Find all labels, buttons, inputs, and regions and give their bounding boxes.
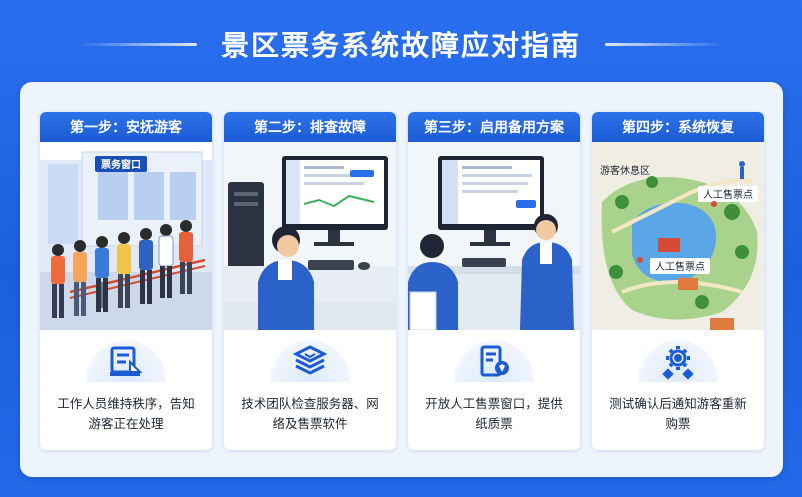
step-heading: 第三步：启用备用方案 [408, 112, 580, 142]
map-label-ticket-point: 人工售票点 [703, 188, 753, 201]
icon-badge [270, 340, 350, 382]
guide-panel: 第一步：安抚游客 票务窗口 [20, 82, 783, 477]
step-description: 工作人员维持秩序，告知游客正在处理 [57, 396, 195, 431]
icon-badge [454, 340, 534, 382]
step-description: 开放人工售票窗口，提供纸质票 [425, 396, 563, 431]
step-description: 测试确认后通知游客重新购票 [609, 396, 747, 431]
step-info: 测试确认后通知游客重新购票 [592, 330, 764, 450]
page-title: 景区票务系统故障应对指南 [220, 29, 581, 62]
staff-standing [520, 214, 574, 330]
icon-badge [86, 340, 166, 382]
title-bar: 景区票务系统故障应对指南 [0, 22, 802, 66]
people-queue [51, 220, 193, 318]
map-label-ticket-point: 人工售票点 [655, 260, 705, 273]
step-heading: 第四步：系统恢复 [592, 112, 764, 142]
paper-ticket-icon [480, 345, 509, 377]
step-info: 技术团队检查服务器、网络及售票软件 [224, 330, 396, 450]
title-decor-left [76, 42, 197, 46]
manual-ticketing-illustration [408, 142, 580, 330]
title-decor-right [605, 42, 725, 46]
map-label-rest-area: 游客休息区 [600, 164, 650, 177]
ticket-window-sign: 票务窗口 [101, 158, 141, 171]
troubleshoot-illustration [224, 142, 396, 330]
scenic-map-illustration: 游客休息区 人工售票点 人工售票点 [592, 142, 764, 330]
staff-seated [408, 234, 458, 330]
keyboard [462, 258, 506, 267]
gears-icon [662, 346, 694, 380]
notice-board-icon [110, 346, 143, 376]
step-card-4: 第四步：系统恢复 游客休息区 人工售票点 人工售票点 [592, 112, 764, 450]
step-description: 技术团队检查服务器、网络及售票软件 [241, 396, 379, 431]
icon-badge [638, 340, 718, 382]
step-card-2: 第二步：排查故障 [224, 112, 396, 450]
step-card-1: 第一步：安抚游客 票务窗口 [40, 112, 212, 450]
pavilion [658, 238, 680, 252]
queue-illustration: 票务窗口 [40, 142, 212, 330]
keyboard [308, 260, 354, 270]
step-card-3: 第三步：启用备用方案 [408, 112, 580, 450]
step-info: 工作人员维持秩序，告知游客正在处理 [40, 330, 212, 450]
technician [258, 226, 314, 330]
step-info: 开放人工售票窗口，提供纸质票 [408, 330, 580, 450]
step-heading: 第一步：安抚游客 [40, 112, 212, 142]
step-heading: 第二步：排查故障 [224, 112, 396, 142]
server-stack-icon [292, 345, 328, 375]
